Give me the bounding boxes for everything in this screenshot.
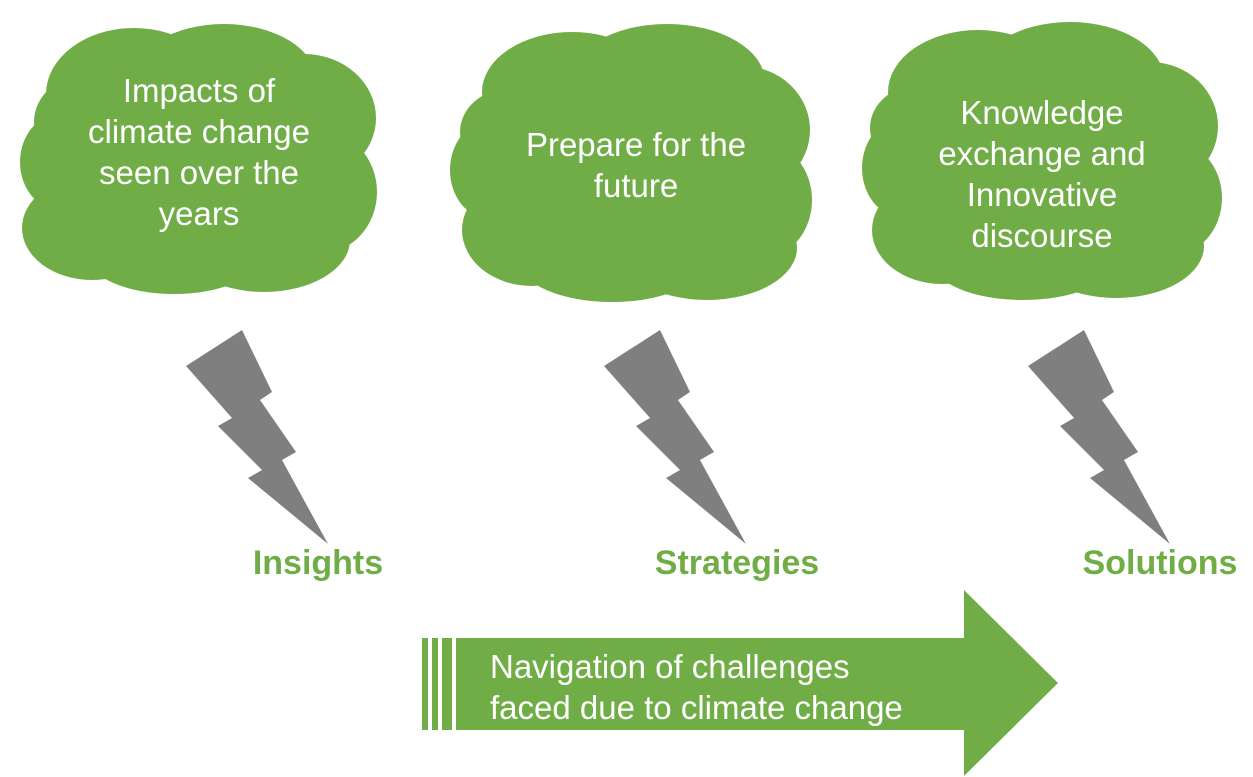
lightning-bolt-icon: [604, 330, 746, 544]
cloud-impacts: Impacts of climate change seen over the …: [14, 22, 382, 294]
lightning-bolt-icon: [1028, 330, 1170, 544]
cloud-text: Impacts of climate change seen over the …: [88, 72, 310, 232]
arrow-shape: [422, 590, 1058, 776]
stage-label-solutions: Solutions: [1082, 544, 1238, 582]
stage-label-strategies: Strategies: [654, 544, 820, 582]
lightning-bolt-icon: [186, 330, 328, 544]
cloud-shape: [862, 22, 1222, 300]
cloud-shape: [450, 24, 812, 302]
striped-right-arrow: Navigation of challenges faced due to cl…: [418, 590, 1060, 776]
cloud-shape: [20, 24, 377, 294]
cloud-knowledge: Knowledge exchange and Innovative discou…: [858, 18, 1226, 300]
cloud-text: Prepare for the future: [525, 126, 747, 204]
arrow-text: Navigation of challenges faced due to cl…: [490, 648, 903, 726]
stage-label-insights: Insights: [252, 544, 384, 582]
cloud-prepare: Prepare for the future: [442, 20, 820, 302]
cloud-text: Knowledge exchange and Innovative discou…: [938, 94, 1146, 254]
